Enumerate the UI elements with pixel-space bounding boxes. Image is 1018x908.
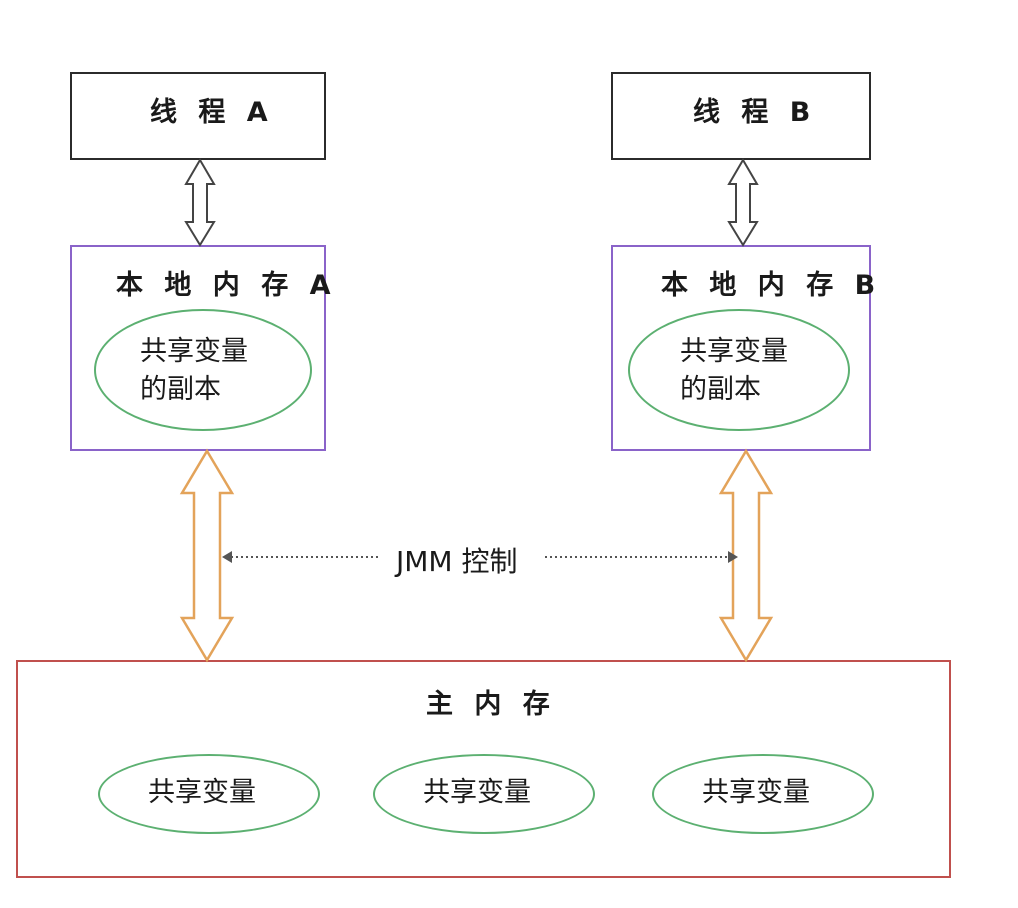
local-memory-a-label: 本 地 内 存 A xyxy=(116,270,337,301)
thread-a-label: 线 程 A xyxy=(150,97,274,128)
thread-b-label: 线 程 B xyxy=(693,97,817,128)
shared-variable-copy-a-line2: 的副本 xyxy=(140,374,221,405)
local-a-main-arrow xyxy=(179,448,235,663)
shared-variable-copy-b-line1: 共享变量 xyxy=(680,336,788,367)
thread-a-box: 线 程 A xyxy=(70,72,326,160)
shared-variable-2-text: 共享变量 xyxy=(423,777,531,808)
main-memory-label: 主 内 存 xyxy=(426,689,556,720)
jmm-arrowhead-left xyxy=(222,551,232,563)
local-memory-b-box: 本 地 内 存 B 共享变量 的副本 xyxy=(611,245,875,451)
shared-variable-3-text: 共享变量 xyxy=(702,777,810,808)
shared-variable-copy-b-text: 共享变量 的副本 xyxy=(680,333,788,409)
shared-variable-copy-a-text: 共享变量 的副本 xyxy=(140,333,248,409)
shared-variable-3-ellipse: 共享变量 xyxy=(652,754,874,834)
jmm-arrowhead-right xyxy=(728,551,738,563)
local-b-main-arrow xyxy=(718,448,774,663)
shared-variable-copy-a-ellipse: 共享变量 的副本 xyxy=(94,309,312,431)
shared-variable-1-ellipse: 共享变量 xyxy=(98,754,320,834)
thread-b-local-b-arrow xyxy=(727,158,759,247)
thread-a-local-a-arrow xyxy=(184,158,216,247)
shared-variable-2-ellipse: 共享变量 xyxy=(373,754,595,834)
local-memory-a-box: 本 地 内 存 A 共享变量 的副本 xyxy=(70,245,331,451)
shared-variable-copy-a-line1: 共享变量 xyxy=(140,336,248,367)
main-memory-box: 主 内 存 共享变量 共享变量 共享变量 xyxy=(16,660,951,878)
shared-variable-1-text: 共享变量 xyxy=(148,777,256,808)
jmm-control-label: JMM 控制 xyxy=(388,540,526,580)
thread-b-box: 线 程 B xyxy=(611,72,871,160)
local-memory-b-label: 本 地 内 存 B xyxy=(661,270,882,301)
shared-variable-copy-b-line2: 的副本 xyxy=(680,374,761,405)
shared-variable-copy-b-ellipse: 共享变量 的副本 xyxy=(628,309,850,431)
